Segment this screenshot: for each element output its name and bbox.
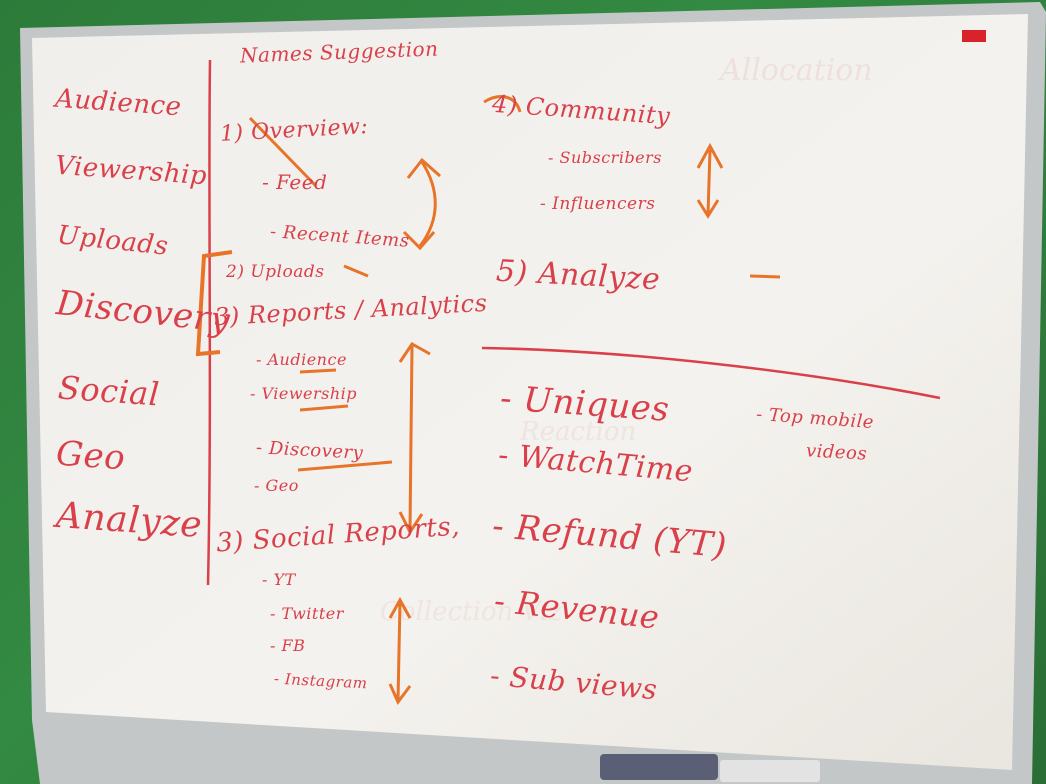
underline-mark [299, 404, 349, 412]
strike-mark [248, 116, 318, 188]
double-arrow-icon [398, 342, 431, 535]
double-arrow-icon [418, 161, 437, 247]
ghost-writing: Allocation [717, 53, 873, 88]
community-item: - Subscribers [548, 148, 663, 167]
bracket-mark [195, 250, 233, 357]
social-item: - YT [262, 570, 296, 589]
overview-item: - Feed [262, 170, 328, 194]
double-arrow-icon [696, 142, 724, 219]
circle-mark [483, 95, 522, 113]
divider-line [481, 346, 941, 400]
dash-mark [343, 264, 369, 278]
social-item: - FB [270, 636, 306, 655]
reports-item: - Viewership [250, 384, 358, 403]
board-surface [32, 14, 1028, 770]
community-item: - Influencers [540, 194, 656, 214]
left-item-geo: Geo [54, 433, 127, 479]
ghost-writing: Reaction [519, 417, 636, 447]
side-note-line: videos [805, 440, 868, 465]
left-item-social: Social [56, 368, 161, 414]
ghost-writing: Collection Viz [380, 597, 562, 627]
marker-tray-item[interactable] [720, 760, 820, 782]
eraser[interactable] [600, 754, 718, 780]
social-item: - Twitter [270, 604, 344, 623]
double-arrow-icon [388, 596, 412, 705]
underline-mark [297, 460, 393, 472]
reports-item: - Geo [254, 476, 299, 495]
underline-mark [299, 368, 337, 374]
section-uploads-title: 2) Uploads [226, 262, 325, 282]
reports-item: - Audience [256, 350, 347, 369]
red-sticker [962, 30, 986, 42]
arrowhead-icon [402, 157, 441, 251]
dash-mark [749, 274, 781, 279]
divider-line [206, 59, 212, 586]
